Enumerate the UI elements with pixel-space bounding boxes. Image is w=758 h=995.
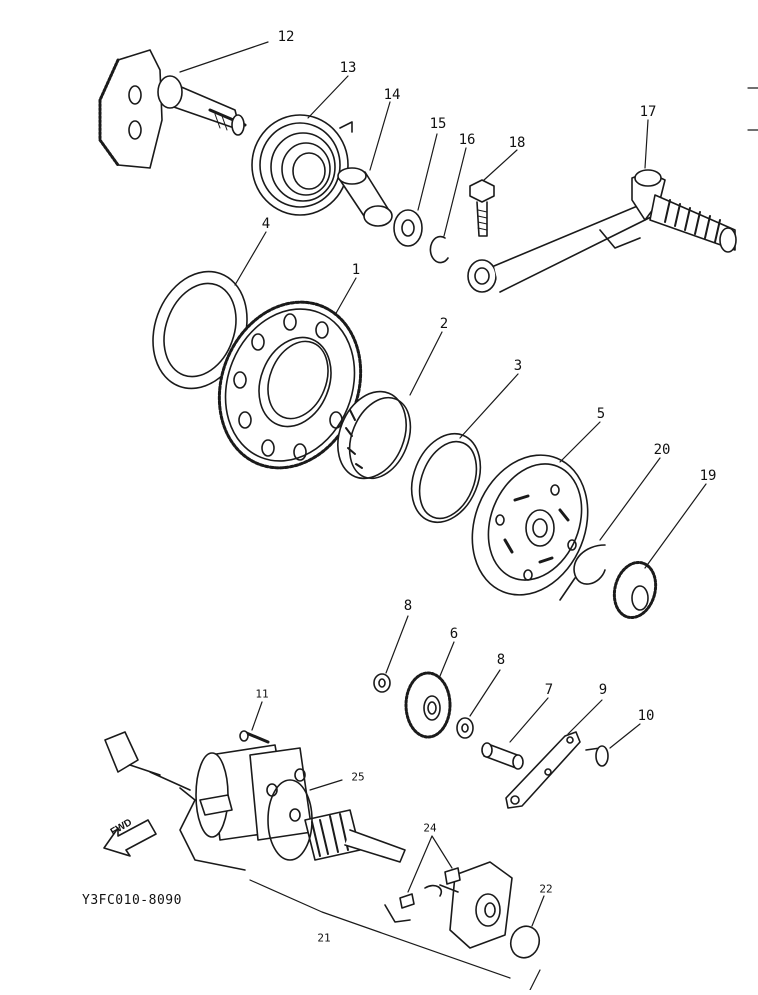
- part-label-11: 11: [255, 687, 269, 701]
- part-label-6: 6: [449, 626, 459, 642]
- part-label-3: 3: [513, 358, 523, 374]
- part-5-starter-clutch: [452, 438, 608, 613]
- part-9-plate: [506, 732, 580, 808]
- part-label-8-left: 8: [403, 598, 413, 614]
- part-8-washer-left: [374, 674, 390, 692]
- leader-lines: [180, 42, 758, 990]
- part-label-25: 25: [351, 770, 365, 784]
- part-8-washer-right: [457, 718, 473, 738]
- part-16-circlip: [430, 237, 448, 263]
- part-12-kick-gear-shaft: [100, 50, 245, 168]
- part-label-20: 20: [653, 442, 671, 458]
- part-label-19: 19: [699, 468, 717, 484]
- part-11-bolt: [240, 731, 268, 742]
- part-17-kick-crank: [468, 170, 736, 292]
- part-label-18: 18: [508, 135, 526, 151]
- part-label-7: 7: [544, 682, 554, 698]
- part-label-5: 5: [596, 406, 606, 422]
- part-20-circlip: [560, 545, 605, 600]
- part-18-bolt: [470, 180, 494, 236]
- part-label-2: 2: [439, 316, 449, 332]
- part-22-o-ring: [506, 922, 543, 962]
- part-25-o-ring: [268, 780, 312, 860]
- part-label-14: 14: [383, 87, 401, 103]
- part-label-12: 12: [277, 29, 295, 45]
- part-7-shaft: [482, 743, 523, 769]
- part-label-15: 15: [429, 116, 447, 132]
- part-2-one-way-clutch: [325, 381, 421, 488]
- part-19-drive-gear: [608, 558, 661, 622]
- part-label-4: 4: [261, 216, 271, 232]
- part-6-idler-gear: [406, 673, 450, 737]
- drawing-code: Y3FC010-8090: [82, 893, 182, 908]
- part-label-13: 13: [339, 60, 357, 76]
- fwd-arrow-icon: [104, 820, 156, 856]
- part-21-starter-motor: [105, 732, 512, 948]
- part-label-8-right: 8: [496, 652, 506, 668]
- part-14-collar: [338, 168, 392, 226]
- part-10-screw: [586, 746, 608, 766]
- part-label-16: 16: [458, 132, 476, 148]
- part-15-washer: [394, 210, 422, 246]
- part-13-kick-spring: [252, 115, 352, 215]
- part-label-17: 17: [639, 104, 657, 120]
- part-1-starter-wheel-gear: [195, 281, 385, 490]
- part-label-9: 9: [598, 682, 608, 698]
- part-label-22: 22: [539, 882, 553, 896]
- part-label-1: 1: [351, 262, 361, 278]
- part-label-24: 24: [423, 821, 437, 835]
- part-label-21: 21: [317, 931, 331, 945]
- part-label-10: 10: [637, 708, 655, 724]
- part-3-clutch-ring: [399, 423, 493, 532]
